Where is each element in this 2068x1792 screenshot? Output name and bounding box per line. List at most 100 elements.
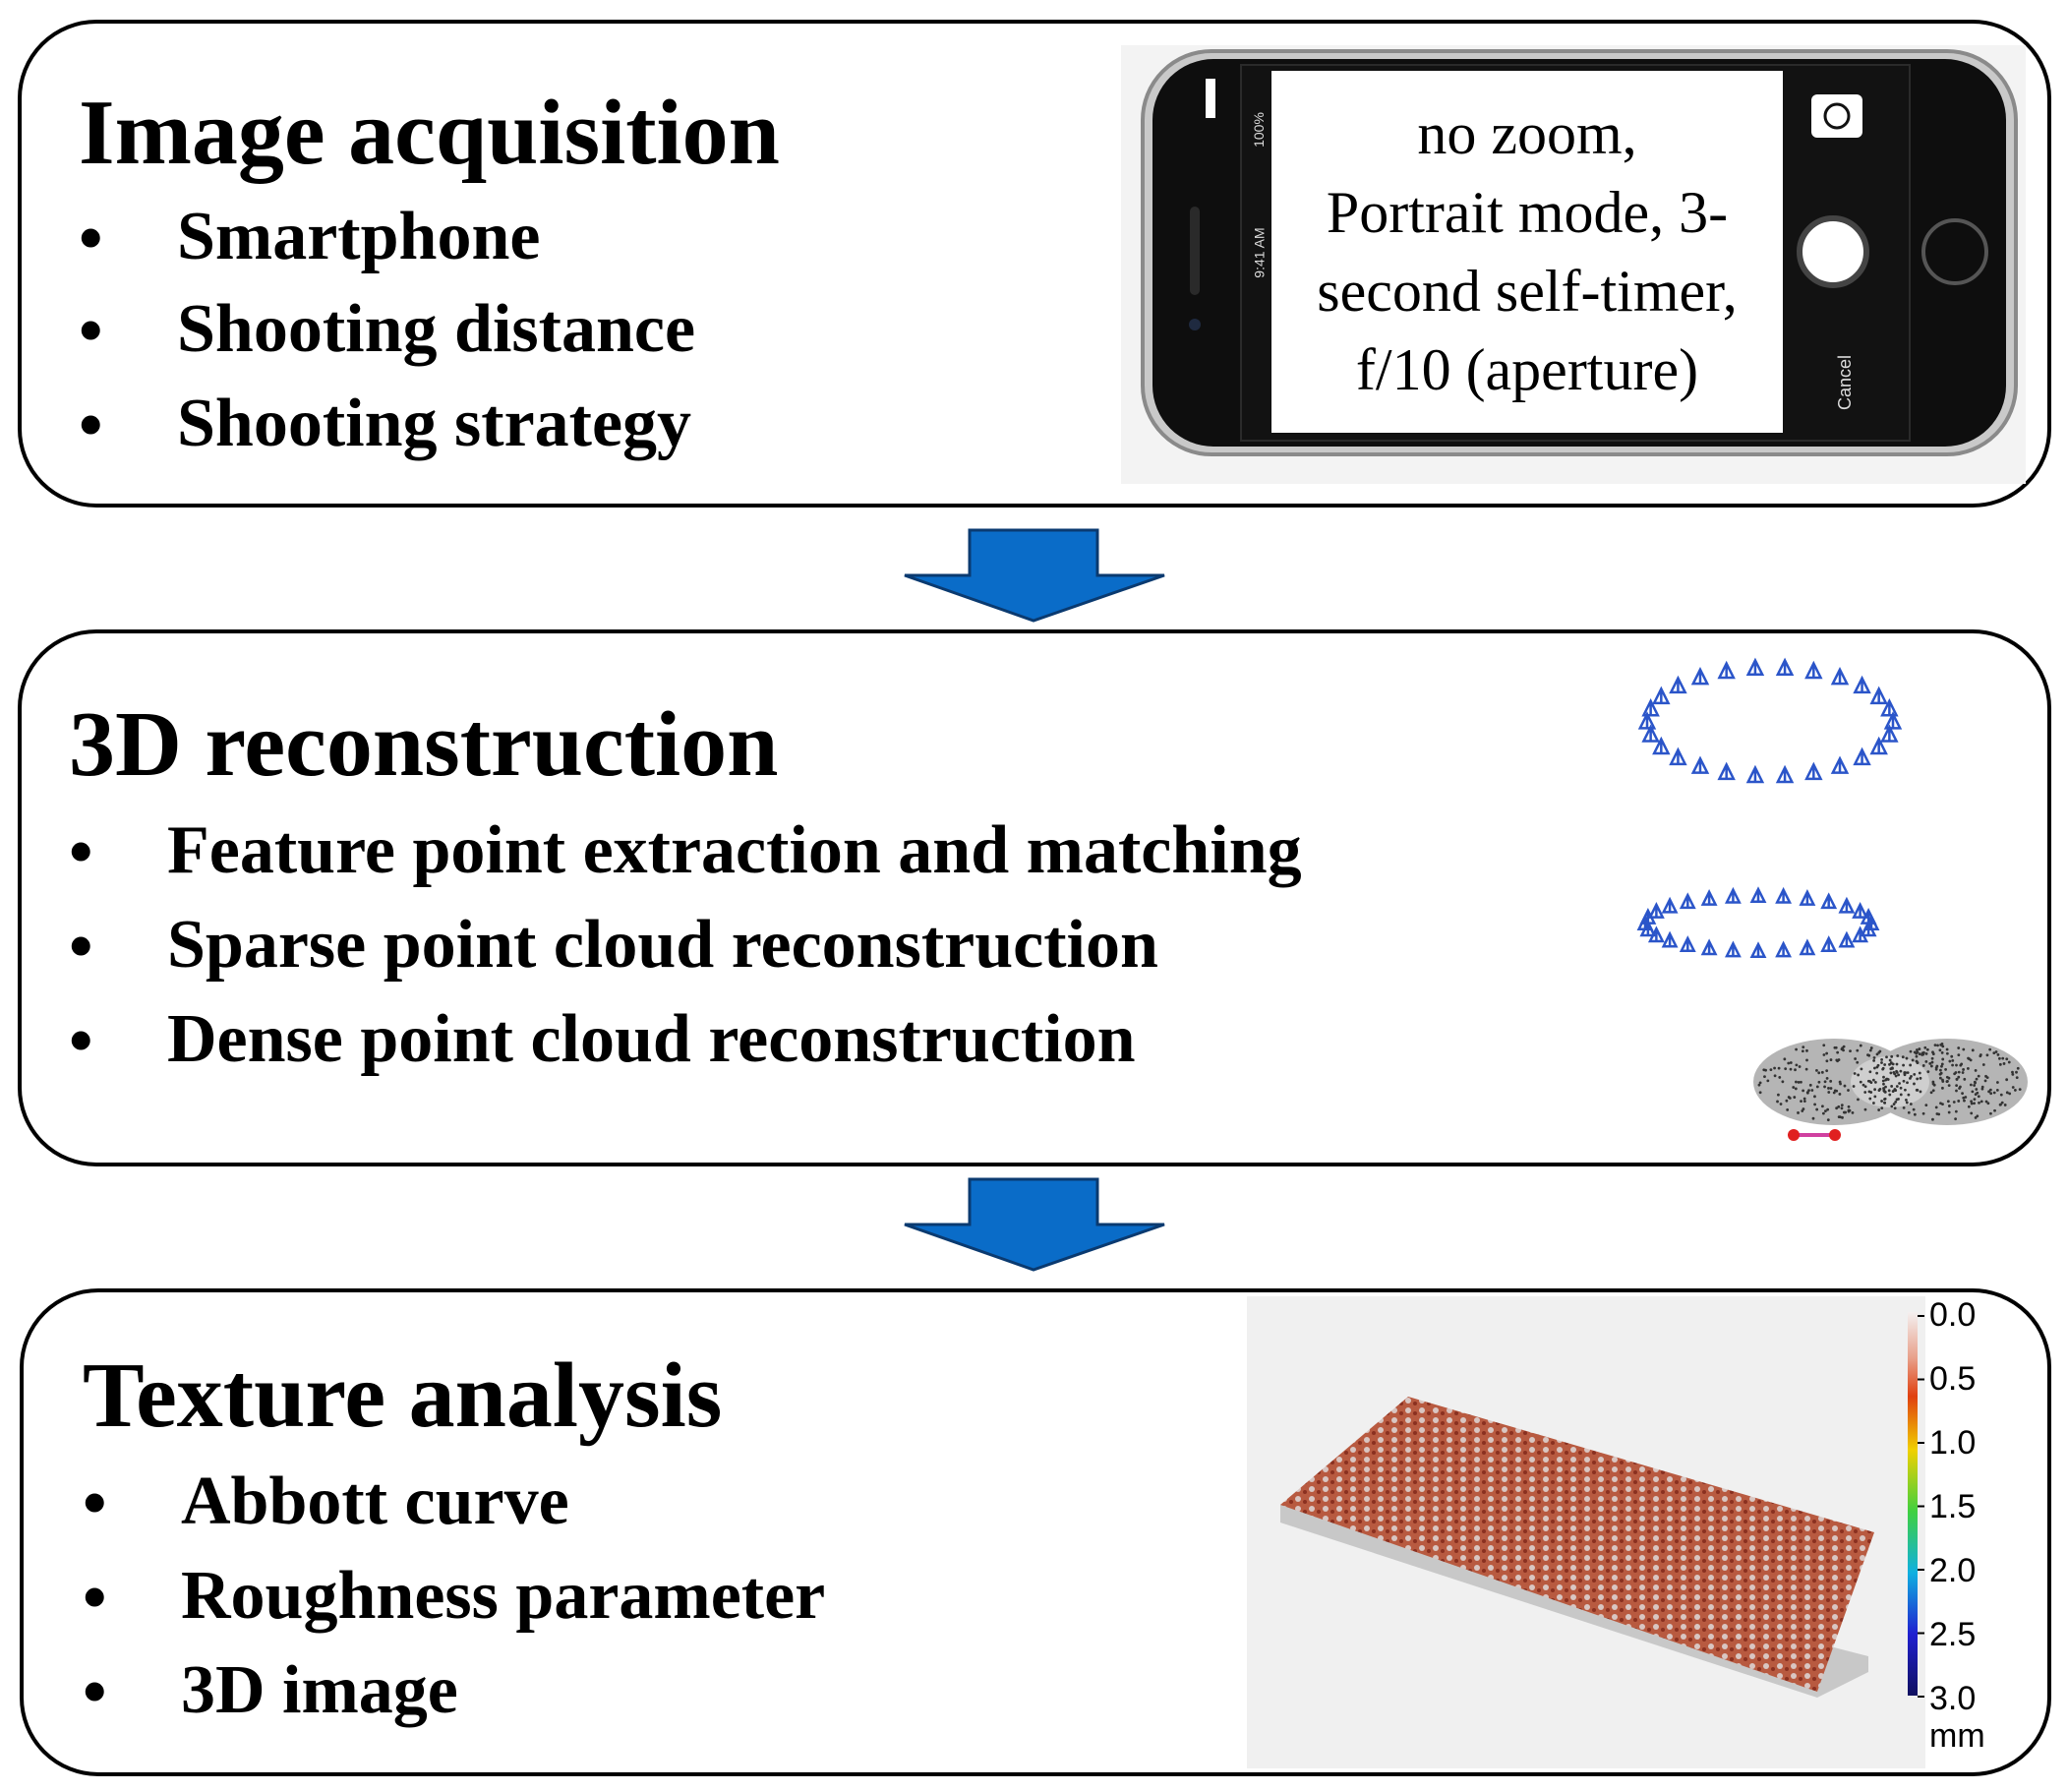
point-dot	[1941, 1103, 1944, 1106]
point-dot	[1913, 1050, 1917, 1054]
point-dot	[1833, 1089, 1837, 1093]
camera-icon	[1860, 920, 1877, 937]
point-dot	[1838, 1080, 1842, 1084]
point-dot	[1977, 1095, 1980, 1099]
point-dot	[2011, 1086, 2015, 1089]
point-dot	[1889, 1067, 1893, 1071]
point-dot	[1847, 1105, 1851, 1108]
point-dot	[1827, 1091, 1831, 1094]
bullet-dot: •	[69, 1003, 93, 1079]
point-dot	[2005, 1078, 2009, 1082]
camera-icon	[1799, 938, 1816, 956]
point-dot	[1802, 1089, 1805, 1093]
point-dot	[1934, 1066, 1938, 1070]
point-dot	[1904, 1088, 1907, 1092]
point-dot	[1973, 1098, 1977, 1102]
point-dot	[2015, 1070, 2018, 1074]
camera-icon	[1652, 686, 1671, 705]
point-dot	[1797, 1080, 1801, 1084]
point-dot	[1825, 1051, 1829, 1055]
point-dot	[1773, 1066, 1776, 1070]
point-dot	[2005, 1091, 2009, 1095]
point-dot	[1962, 1047, 1966, 1051]
point-dot	[1838, 1093, 1842, 1096]
point-dot	[1916, 1050, 1920, 1054]
item-shooting-strategy: Shooting strategy	[177, 386, 692, 461]
home-button-icon	[1921, 218, 1988, 285]
colorbar-tick-label: 1.0	[1929, 1424, 1977, 1462]
point-dot	[1804, 1067, 1808, 1071]
point-dot	[1836, 1050, 1840, 1054]
point-dot	[1892, 1103, 1896, 1105]
camera-icon	[1749, 886, 1767, 904]
point-dot	[1826, 1118, 1830, 1122]
point-dot	[1955, 1089, 1958, 1093]
point-dot	[1957, 1100, 1961, 1103]
point-dot	[1888, 1093, 1892, 1097]
point-dot	[1869, 1091, 1873, 1094]
point-dot	[1920, 1053, 1924, 1056]
camera-icon	[1641, 698, 1660, 717]
point-dot	[1928, 1061, 1932, 1065]
camera-ring-top	[1637, 657, 1903, 784]
camera-icon	[1852, 902, 1869, 919]
point-dot	[1999, 1093, 2003, 1097]
point-dot	[1977, 1074, 1980, 1078]
point-dot	[1757, 1083, 1761, 1087]
point-dot	[1854, 1057, 1858, 1060]
point-dot	[1974, 1081, 1977, 1085]
point-dot	[1963, 1077, 1967, 1081]
camera-ring-side	[1636, 886, 1880, 959]
point-dot	[1805, 1058, 1808, 1062]
point-dot	[1805, 1091, 1809, 1095]
point-dot	[1896, 1054, 1900, 1057]
point-dot	[1786, 1107, 1790, 1111]
point-dot	[1762, 1068, 1766, 1072]
bullet-dot: •	[69, 909, 93, 985]
point-dot	[1918, 1047, 1921, 1050]
point-dot	[1955, 1063, 1958, 1067]
point-dot	[1890, 1105, 1894, 1108]
point-dot	[1811, 1116, 1815, 1120]
point-dot	[1929, 1091, 1933, 1095]
camera-icon	[1724, 940, 1742, 958]
point-dot	[1897, 1098, 1900, 1101]
point-dot	[1778, 1076, 1782, 1079]
point-dot	[1969, 1058, 1973, 1062]
point-dot	[1941, 1057, 1945, 1061]
point-dot	[1973, 1084, 1977, 1087]
point-dot	[1851, 1110, 1855, 1114]
point-dot	[1802, 1100, 1806, 1104]
point-dot	[1898, 1082, 1901, 1085]
point-dot	[2001, 1056, 2005, 1060]
point-dot	[1899, 1093, 1903, 1097]
point-dot	[1883, 1097, 1887, 1101]
camera-icon	[1749, 941, 1767, 959]
point-dot	[1926, 1070, 1930, 1074]
point-dot	[1849, 1049, 1852, 1053]
point-dot	[1881, 1066, 1885, 1070]
point-dot	[1835, 1106, 1839, 1110]
point-dot	[1829, 1079, 1833, 1083]
point-dot	[1998, 1062, 2002, 1066]
point-dot	[1824, 1109, 1827, 1113]
point-dot	[1934, 1105, 1938, 1109]
screen-line: no zoom,	[1417, 101, 1637, 166]
colorbar	[1908, 1312, 1918, 1696]
point-dot	[1857, 1098, 1860, 1102]
camera-icon	[1830, 755, 1850, 774]
camera-icon	[1775, 764, 1795, 784]
point-dot	[1888, 1058, 1892, 1062]
point-dot	[1913, 1072, 1917, 1076]
point-dot	[1880, 1100, 1883, 1103]
point-dot	[1976, 1114, 1979, 1118]
point-dot	[1931, 1082, 1935, 1086]
camera-icon	[1838, 930, 1856, 948]
point-dot	[1988, 1088, 1992, 1092]
point-dot	[1987, 1090, 1990, 1094]
point-dot	[1805, 1048, 1808, 1052]
point-dot	[1889, 1061, 1893, 1064]
point-dot	[1763, 1075, 1766, 1079]
point-dot	[1947, 1105, 1951, 1107]
